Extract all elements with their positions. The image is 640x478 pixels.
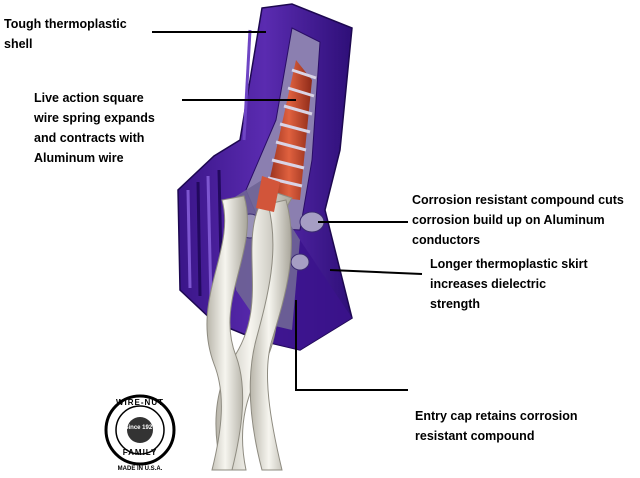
label-line: Aluminum wire [34,148,155,168]
label-line: Entry cap retains corrosion [415,406,578,426]
label-line: and contracts with [34,128,155,148]
label-line: increases dielectric [430,274,588,294]
label-line: resistant compound [415,426,578,446]
label-skirt: Longer thermoplastic skirt increases die… [430,254,588,314]
label-line: Live action square [34,88,155,108]
logo-made-in-text: MADE IN U.S.A. [103,466,177,472]
shell-rib [198,182,200,296]
label-spring: Live action square wire spring expands a… [34,88,155,168]
label-line: Longer thermoplastic skirt [430,254,588,274]
logo-since-text: Since 1927 [118,425,162,431]
label-line: conductors [412,230,624,250]
label-line: corrosion build up on Aluminum [412,210,624,230]
label-line: shell [4,34,127,54]
label-line: wire spring expands [34,108,155,128]
label-entry-cap: Entry cap retains corrosion resistant co… [415,406,578,446]
label-line: Corrosion resistant compound cuts [412,190,624,210]
logo-top-text: WIRE-NUT [113,398,167,407]
label-shell: Tough thermoplastic shell [4,14,127,54]
label-compound: Corrosion resistant compound cuts corros… [412,190,624,250]
logo-bottom-text: FAMILY [113,448,167,457]
leader-skirt [330,270,422,274]
shell-rib [188,190,190,288]
label-line: Tough thermoplastic [4,14,127,34]
label-line: strength [430,294,588,314]
compound-blob [291,254,309,270]
